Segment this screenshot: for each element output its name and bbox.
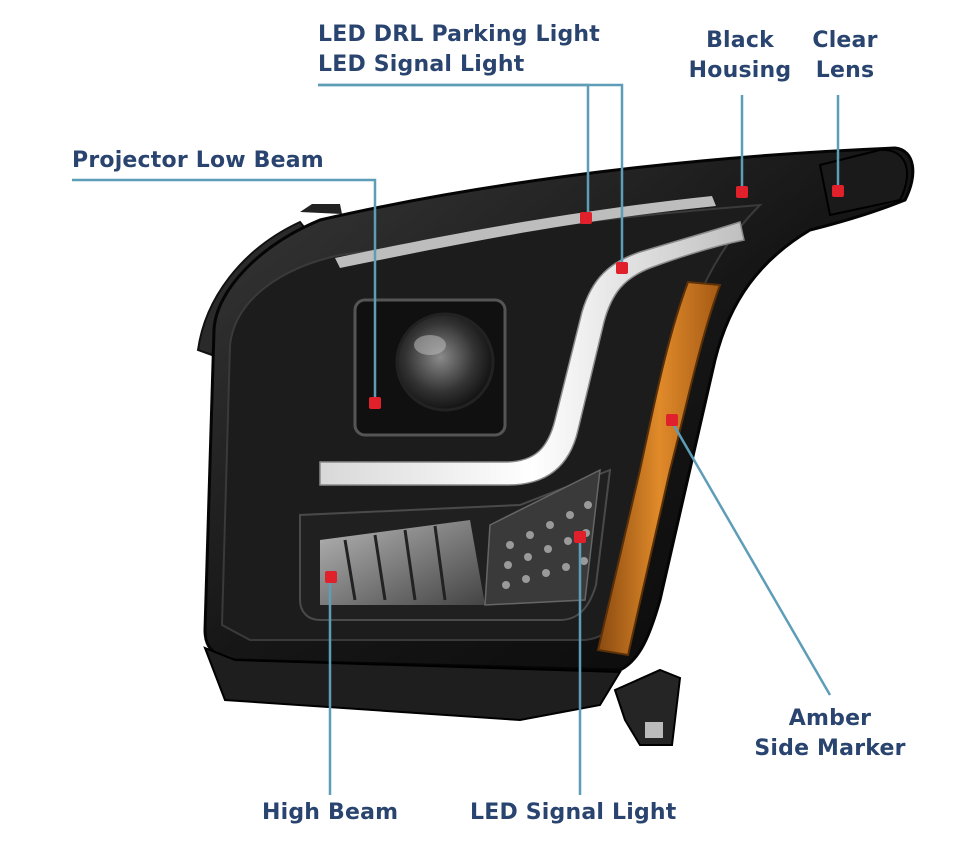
label-black-housing-line2: Housing: [688, 58, 792, 83]
label-led-drl-parking-text: LED DRL Parking Light: [318, 22, 601, 47]
label-led-signal-top-text: LED Signal Light: [318, 52, 525, 77]
projector-lens: [395, 312, 495, 412]
label-clear-lens-line1: Clear: [812, 28, 878, 53]
label-led-signal-bottom: LED Signal Light: [470, 800, 677, 825]
right-cap: [818, 148, 909, 217]
leader-lines: [72, 83, 840, 795]
label-projector-low-beam: Projector Low Beam: [72, 148, 324, 173]
label-amber-side-marker: Amber Side Marker: [735, 704, 925, 764]
label-black-housing-line1: Black: [706, 28, 774, 53]
label-clear-lens-line2: Lens: [815, 58, 875, 83]
led-light-tube: [319, 221, 745, 486]
label-high-beam: High Beam: [262, 800, 399, 825]
label-amber-line1: Amber: [788, 706, 872, 731]
label-clear-lens: Clear Lens: [800, 26, 890, 86]
right-mount: [613, 668, 682, 746]
bottom-base: [203, 646, 622, 722]
label-amber-line2: Side Marker: [754, 736, 906, 761]
led-signal-grid: [484, 468, 601, 606]
marker-dots: [325, 185, 844, 583]
label-black-housing: Black Housing: [680, 26, 800, 86]
amber-side-marker: [596, 280, 722, 657]
mounting-tab: [300, 204, 342, 214]
label-led-drl-parking-light: LED DRL Parking Light LED Signal Light: [318, 20, 600, 80]
